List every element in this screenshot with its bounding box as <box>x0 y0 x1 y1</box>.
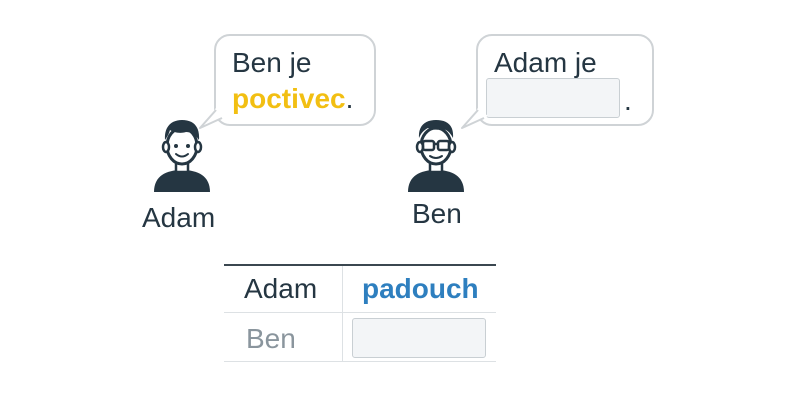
ben-name-label: Ben <box>412 198 462 229</box>
table-column-divider <box>342 266 343 362</box>
ben-bubble-tail <box>461 108 488 129</box>
adam-name-label: Adam <box>142 202 216 233</box>
ben-bubble-text: Adam je <box>494 47 597 78</box>
person-with-glasses-avatar-icon <box>408 120 464 192</box>
answer-table: Adam padouch Ben <box>224 264 496 364</box>
table-row-ben-name: Ben <box>246 323 296 354</box>
table-top-border <box>224 264 496 266</box>
adam-speech-bubble: Ben je poctivec. <box>214 34 376 126</box>
table-row-divider <box>224 312 496 313</box>
ben-bubble-answer-input[interactable] <box>486 78 620 118</box>
table-bottom-border <box>224 361 496 362</box>
adam-highlight-word: poctivec <box>232 83 346 114</box>
ben-bubble-period: . <box>624 85 632 116</box>
adam-bubble-period: . <box>345 83 354 114</box>
table-row-adam-value: padouch <box>362 273 479 304</box>
adam-bubble-text: Ben je <box>232 47 312 78</box>
ben-speech-bubble: Adam je . <box>476 34 654 126</box>
table-row-adam-name: Adam <box>244 273 318 304</box>
person-avatar-icon <box>154 120 210 192</box>
table-row-ben-answer-input[interactable] <box>352 318 486 358</box>
adam-bubble-tail <box>199 108 226 129</box>
adam-bubble-answer-line: poctivec. <box>232 82 353 116</box>
